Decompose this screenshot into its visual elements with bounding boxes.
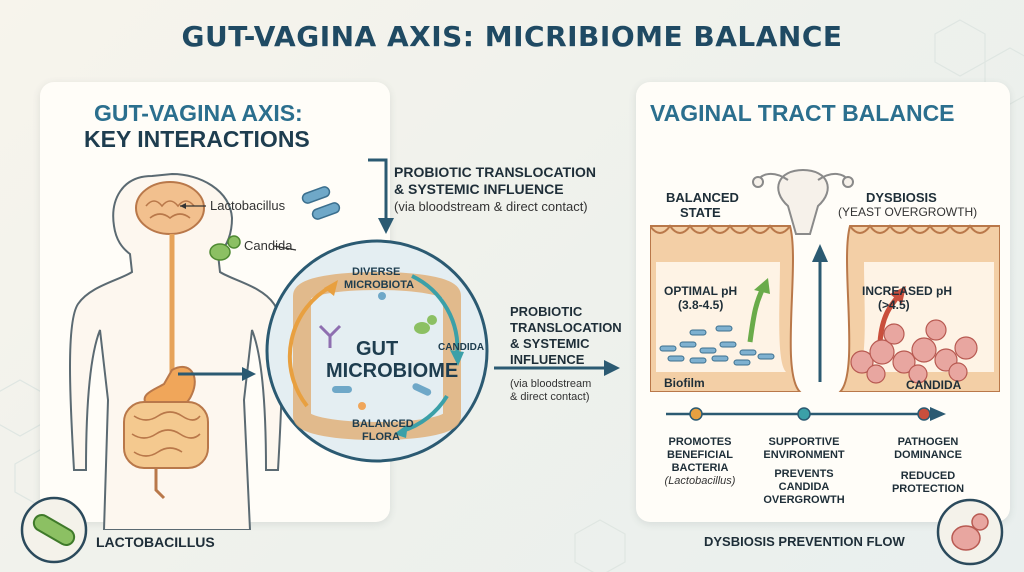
col2-line1: SUPPORTIVE xyxy=(768,436,840,448)
col1-line3: BACTERIA xyxy=(671,462,729,474)
top-heading-line2: & SYSTEMIC INFLUENCE xyxy=(394,181,564,197)
intestines-icon xyxy=(123,401,209,500)
arrow-top-down xyxy=(368,158,394,234)
col1-line2: BENEFICIAL xyxy=(667,449,733,461)
dysbiosis-line2: (YEAST OVERGROWTH) xyxy=(838,205,978,219)
left-label-lines xyxy=(180,203,297,251)
circle-title-line1: GUT xyxy=(356,338,399,360)
lactobacillus-rods-icon xyxy=(301,186,341,220)
label-lactobacillus: Lactobacillus xyxy=(210,198,286,213)
uterus-icon xyxy=(752,168,854,235)
mid-heading-line2: TRANSLOCATION xyxy=(510,320,622,335)
left-panel-title-line1: GUT-VAGINA AXIS: xyxy=(94,100,303,126)
mid-sub-line2: & direct contact) xyxy=(510,391,590,403)
circle-title-line2: MICROBIOME xyxy=(326,360,459,382)
mid-heading-line4: INFLUENCE xyxy=(510,352,585,367)
balanced-line1: BALANCED xyxy=(352,418,414,430)
col3-line1: PATHOGEN xyxy=(897,436,959,448)
col2-line2: ENVIRONMENT xyxy=(763,449,845,461)
col1-line1: PROMOTES xyxy=(668,436,732,448)
left-bottom-label: LACTOBACILLUS xyxy=(96,534,215,550)
mid-heading-line3: & SYSTEMIC xyxy=(510,336,590,351)
optimal-ph-line2: (3.8-4.5) xyxy=(678,298,724,312)
arrow-body-to-gut xyxy=(178,367,256,381)
col2-line3: PREVENTS xyxy=(774,468,834,480)
col2-line5: OVERGROWTH xyxy=(763,494,845,506)
increased-ph-line2: (>4.5) xyxy=(878,298,910,312)
brain-icon xyxy=(135,181,205,235)
mid-sub-line1: (via bloodstream xyxy=(510,378,592,390)
balanced-state-line2: STATE xyxy=(680,205,721,220)
flow-line xyxy=(666,407,946,421)
vaginal-tissue-illustration xyxy=(650,224,1000,392)
lactobacillus-badge-icon xyxy=(20,496,88,564)
col2-line4: CANDIDA xyxy=(778,481,830,493)
top-sub: (via bloodstream & direct contact) xyxy=(394,199,588,214)
optimal-ph-line1: OPTIMAL pH xyxy=(664,284,738,298)
increased-ph-line1: INCREASED pH xyxy=(862,284,953,298)
top-heading-line1: PROBIOTIC TRANSLOCATION xyxy=(394,164,596,180)
right-bottom-label: DYSBIOSIS PREVENTION FLOW xyxy=(704,534,905,549)
balanced-state-line1: BALANCED xyxy=(666,190,739,205)
right-panel-title: VAGINAL TRACT BALANCE xyxy=(650,100,955,126)
gut-microbiome-circle xyxy=(265,239,489,463)
human-body-illustration xyxy=(69,172,283,530)
biofilm-label: Biofilm xyxy=(664,376,705,390)
candida-right-label: CANDIDA xyxy=(906,378,962,392)
col3-line3: REDUCED xyxy=(900,470,956,482)
candida-label: CANDIDA xyxy=(438,342,485,353)
label-candida: Candida xyxy=(244,238,293,253)
balanced-line2: FLORA xyxy=(362,431,400,443)
col3-line4: PROTECTION xyxy=(891,483,965,495)
col1-line4: (Lactobacillus) xyxy=(664,475,736,487)
diverse-line2: MICROBIOTA xyxy=(344,279,415,291)
candida-cells-icon xyxy=(209,235,241,261)
candida-badge-icon xyxy=(936,498,1004,566)
col3-line2: DOMINANCE xyxy=(894,449,962,461)
mid-heading-line1: PROBIOTIC xyxy=(510,304,583,319)
diverse-line1: DIVERSE xyxy=(352,266,401,278)
arrow-gut-to-vaginal xyxy=(494,360,620,376)
dysbiosis-line1: DYSBIOSIS xyxy=(866,190,937,205)
left-panel-title-line2: KEY INTERACTIONS xyxy=(84,126,310,152)
main-title: GUT-VAGINA AXIS: MICRIBIOME BALANCE xyxy=(181,20,843,53)
